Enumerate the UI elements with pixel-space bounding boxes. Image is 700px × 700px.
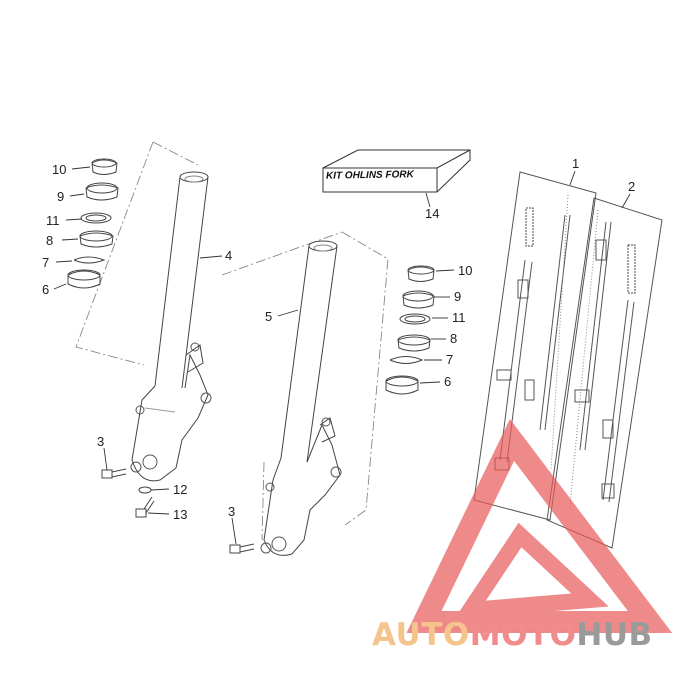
callout-11-left: 11 (46, 213, 60, 228)
callout-3-left: 3 (97, 434, 105, 449)
callout-1: 1 (572, 156, 580, 171)
washer-12 (138, 486, 152, 494)
fork-leg-left (130, 171, 212, 482)
callout-11-right: 11 (452, 310, 466, 325)
callout-5: 5 (265, 309, 273, 324)
fork-leg-middle (260, 240, 342, 556)
callout-3-middle: 3 (228, 504, 236, 519)
callout-7-right: 7 (446, 352, 454, 367)
callout-9-left: 9 (57, 189, 65, 204)
callout-13: 13 (173, 507, 188, 522)
ring-stack-left (67, 158, 119, 289)
callout-12: 12 (173, 482, 188, 497)
callout-9-right: 9 (454, 289, 462, 304)
bolt-left-3 (101, 468, 127, 479)
callout-2: 2 (628, 179, 636, 194)
callout-4: 4 (225, 248, 233, 263)
callout-14: 14 (425, 206, 440, 221)
kit-box-label: KIT OHLINS FORK (325, 169, 414, 182)
watermark-hub: HUB (576, 617, 653, 653)
watermark-brand: AUTOMOTOHUB (372, 617, 653, 653)
callout-8-left: 8 (46, 233, 54, 248)
callout-8-right: 8 (450, 331, 458, 346)
bolt-13 (135, 496, 155, 518)
callout-7-left: 7 (42, 255, 50, 270)
callout-10-right: 10 (458, 263, 473, 278)
cartridge-panel-2 (546, 197, 663, 549)
bolt-middle-3 (229, 543, 255, 554)
watermark-moto: MOTO (469, 617, 577, 653)
callout-6-right: 6 (444, 374, 452, 389)
watermark-logo (406, 419, 673, 633)
kit-box (322, 149, 471, 193)
watermark-auto: AUTO (372, 617, 470, 653)
ring-stack-right (385, 265, 435, 395)
leader-lines (53, 166, 631, 545)
alignment-guides (75, 141, 389, 541)
callout-10-left: 10 (52, 162, 67, 177)
callout-6-left: 6 (42, 282, 50, 297)
